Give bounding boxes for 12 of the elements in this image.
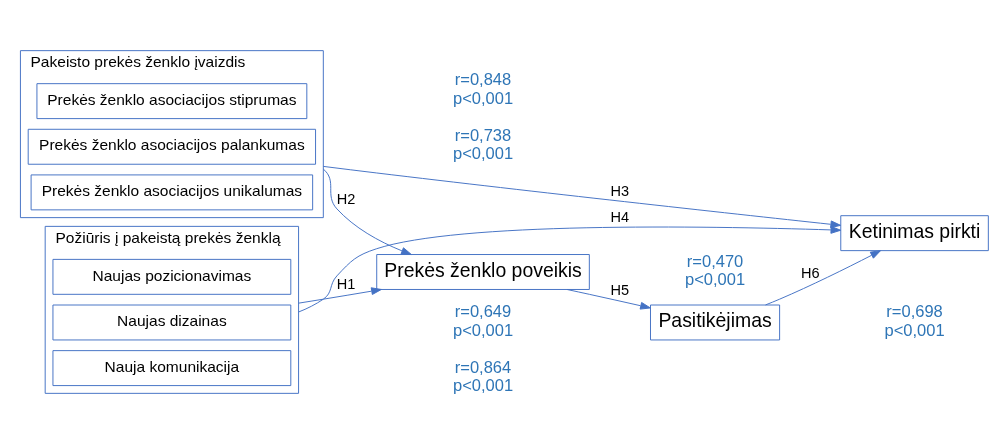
edge-label: H6 bbox=[800, 264, 820, 281]
edge-label: H2 bbox=[336, 190, 356, 207]
label: r=0,698 p<0,001 bbox=[884, 301, 945, 339]
label: r=0,864 p<0,001 bbox=[452, 357, 514, 394]
label: r=0,649 p<0,001 bbox=[452, 301, 514, 339]
edge-label: H4 bbox=[610, 208, 630, 225]
label: r=0,848 p<0,001 bbox=[452, 69, 514, 107]
edge-label: H1 bbox=[336, 275, 356, 292]
edge-label: H3 bbox=[610, 182, 630, 199]
label: r=0,738 p<0,001 bbox=[452, 125, 514, 162]
label: r=0,470 p<0,001 bbox=[685, 251, 746, 288]
edge-label: H5 bbox=[610, 281, 630, 298]
